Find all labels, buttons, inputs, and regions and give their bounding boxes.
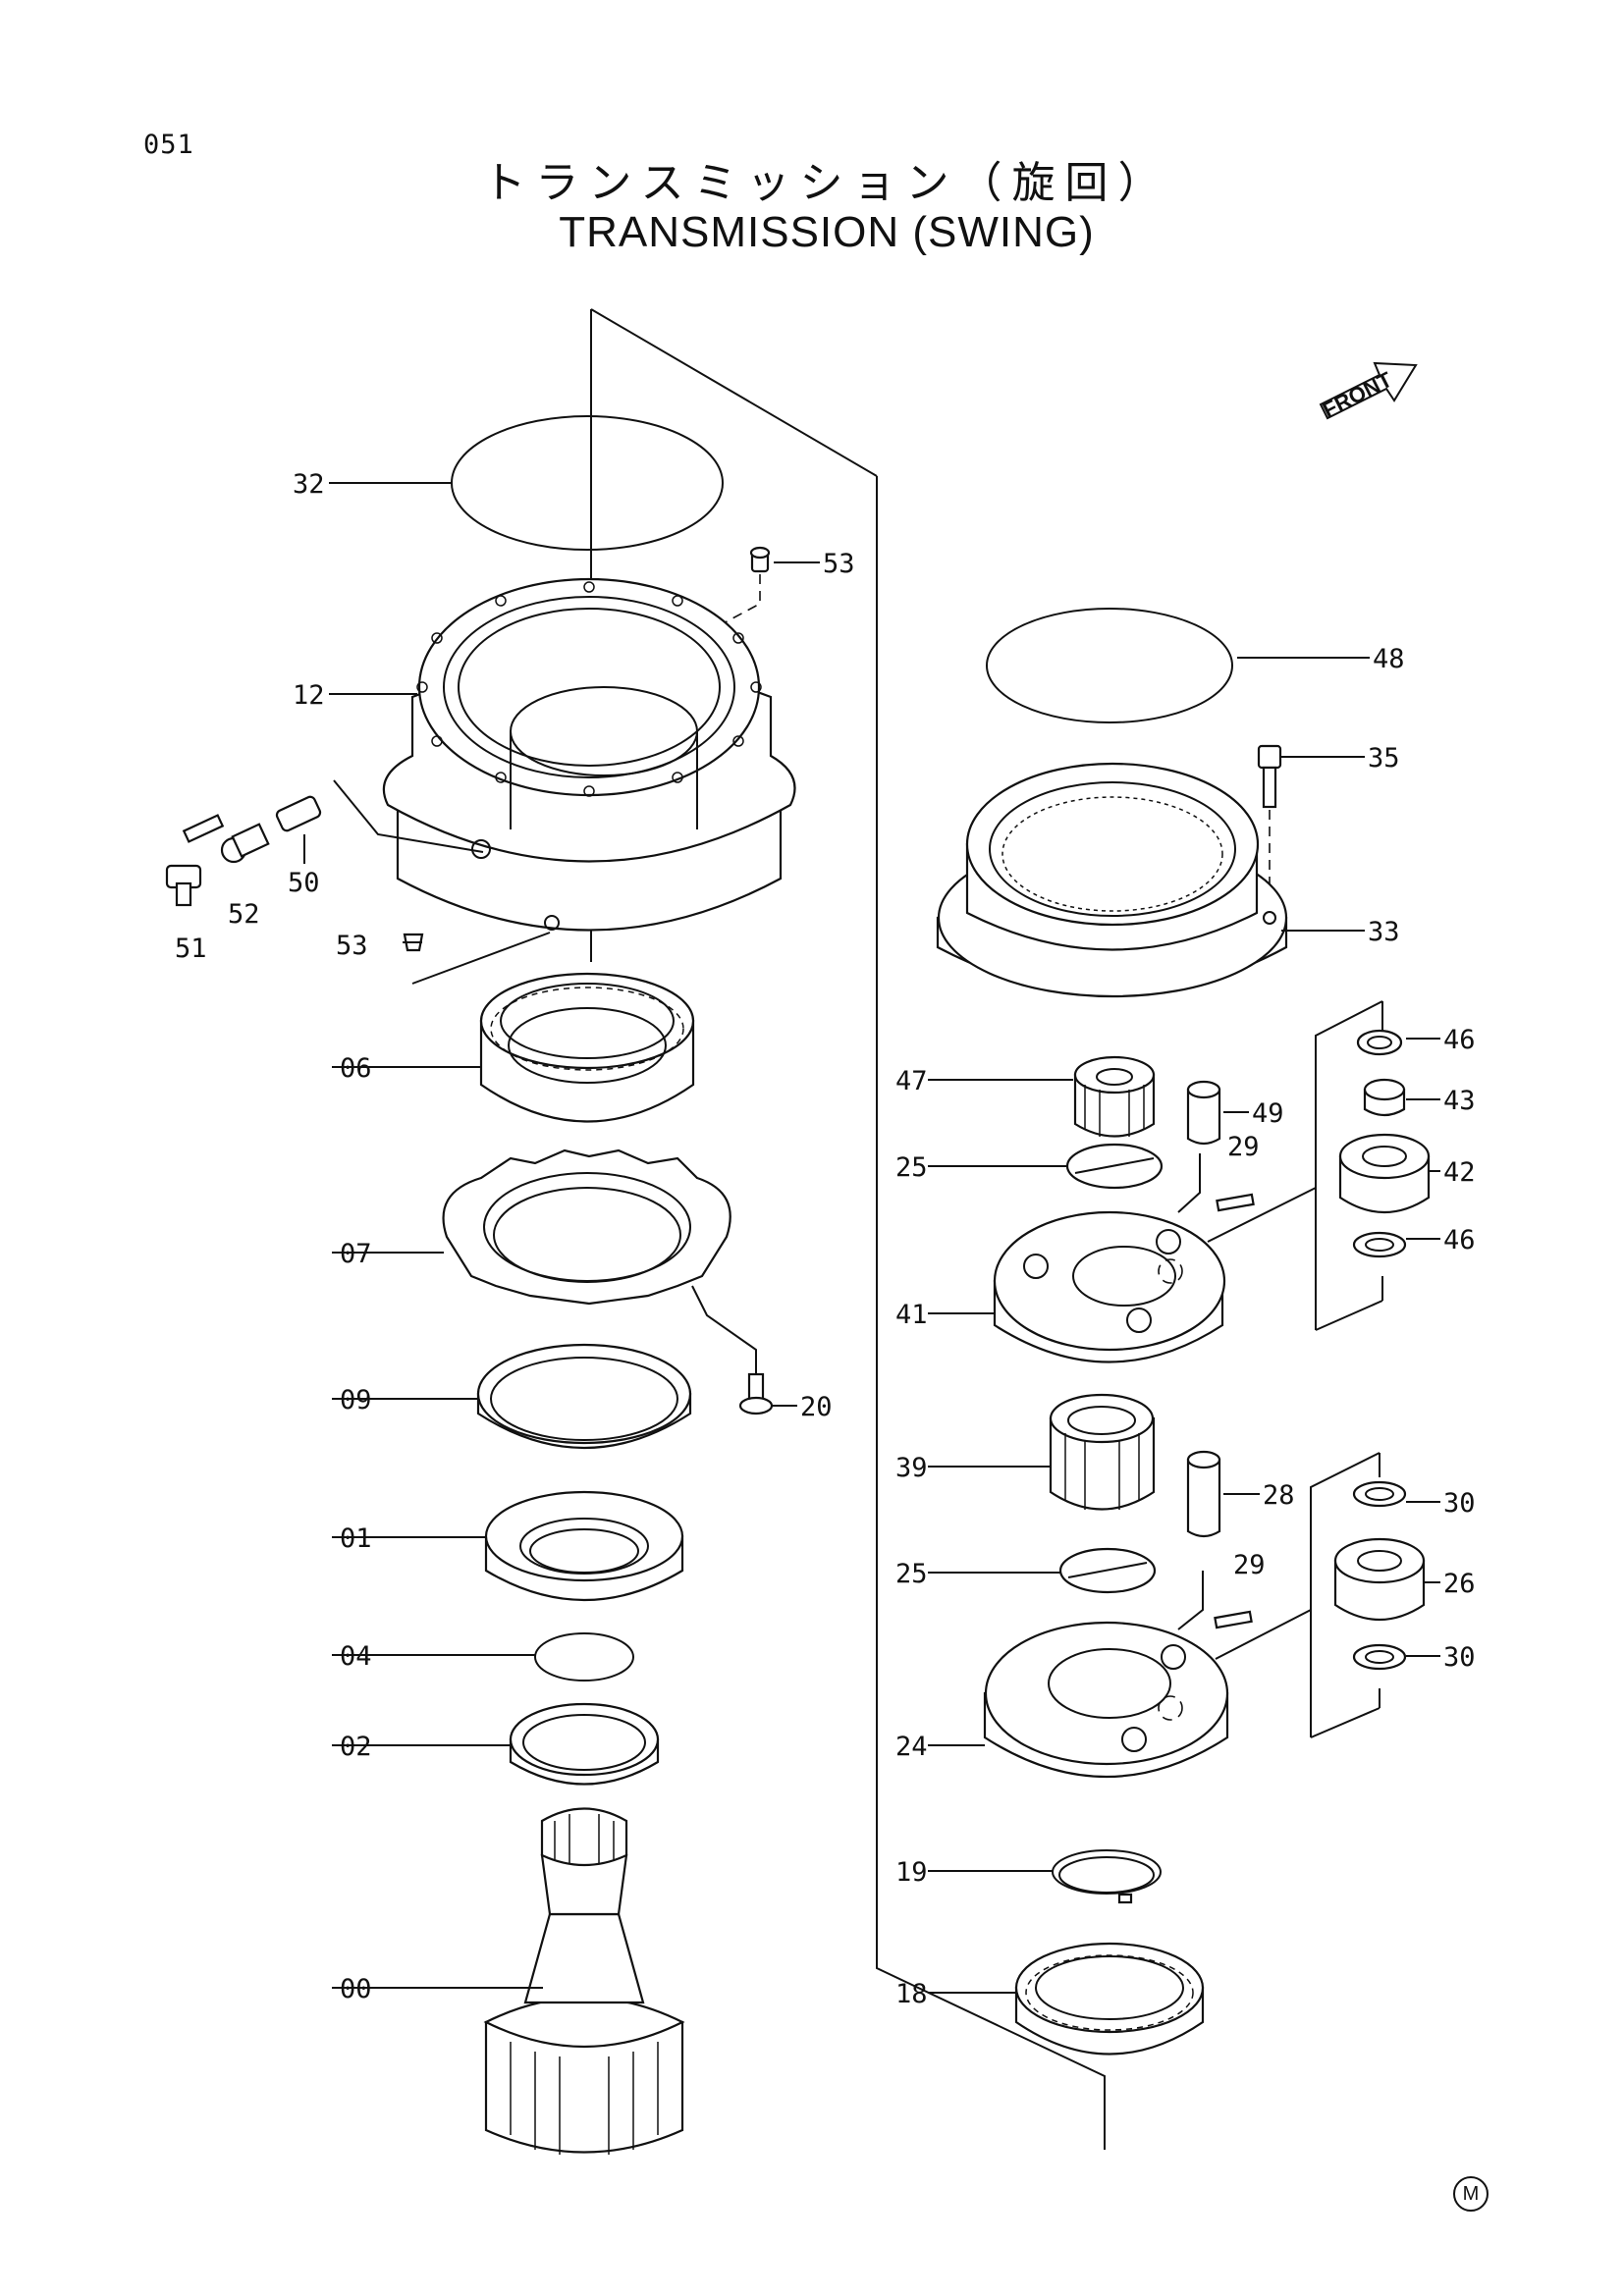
callout-51: 51 <box>175 934 207 964</box>
part-06-bearing <box>479 972 695 1123</box>
part-20-bolt <box>738 1372 774 1415</box>
part-48-o-ring <box>986 608 1233 723</box>
part-01-seal-ring <box>484 1490 684 1601</box>
part-46-snap-ring-a <box>1356 1029 1403 1056</box>
callout-19: 19 <box>895 1857 928 1888</box>
callout-33: 33 <box>1368 917 1400 947</box>
callout-52: 52 <box>228 899 260 930</box>
part-52-adapter <box>182 814 270 864</box>
callout-53-top: 53 <box>823 549 855 579</box>
callout-02: 02 <box>340 1732 372 1762</box>
part-50-elbow-fitting <box>275 795 322 864</box>
callout-41: 41 <box>895 1300 928 1330</box>
part-30-thrust-plate-a <box>1352 1480 1407 1508</box>
part-12-housing <box>333 577 796 932</box>
callout-25-b: 25 <box>895 1559 928 1589</box>
callout-25-a: 25 <box>895 1152 928 1183</box>
part-32-o-ring <box>451 415 724 551</box>
part-53-plug-bottom <box>403 932 551 985</box>
part-18-bearing <box>1014 1942 1205 2056</box>
callout-50: 50 <box>288 868 320 898</box>
callout-labels: 32 53 12 48 35 50 52 51 53 33 06 46 47 4… <box>175 469 1476 2009</box>
part-24-carrier <box>983 1609 1312 1778</box>
part-43-needle-bearing <box>1363 1078 1406 1117</box>
callout-09: 09 <box>340 1385 372 1415</box>
callout-49: 49 <box>1252 1098 1284 1129</box>
callout-30-b: 30 <box>1443 1642 1476 1673</box>
callout-07: 07 <box>340 1239 372 1269</box>
callout-18: 18 <box>895 1979 928 2009</box>
part-51-plug <box>165 864 202 907</box>
manufacturer-mark: M <box>1453 2176 1489 2212</box>
planet-b-bracket <box>1310 1452 1380 1738</box>
part-04-o-ring <box>534 1632 634 1682</box>
part-25-thrust-washer-b <box>1058 1547 1157 1594</box>
part-07-flange <box>442 1148 757 1374</box>
callout-46-a: 46 <box>1443 1025 1476 1055</box>
callout-04: 04 <box>340 1641 372 1672</box>
page-code: 051 <box>143 130 194 160</box>
callout-47: 47 <box>895 1066 928 1096</box>
callout-00: 00 <box>340 1974 372 2004</box>
callout-12: 12 <box>293 680 325 711</box>
part-28-pin <box>1186 1450 1221 1538</box>
callout-29-b: 29 <box>1233 1550 1266 1580</box>
callout-53-bottom: 53 <box>336 931 368 961</box>
part-29-pin-b <box>1177 1571 1253 1630</box>
front-label: FRONT <box>1319 367 1396 423</box>
part-19-snap-ring <box>1052 1849 1162 1904</box>
title-japanese: トランスミッション（旋回） <box>482 158 1171 208</box>
callout-01: 01 <box>340 1523 372 1554</box>
part-26-planet-gear <box>1333 1537 1426 1621</box>
callout-20: 20 <box>800 1392 833 1422</box>
part-30-thrust-plate-b <box>1352 1643 1407 1671</box>
part-41-carrier <box>993 1187 1317 1363</box>
part-02-ring <box>509 1702 660 1786</box>
part-46-snap-ring-b <box>1352 1231 1407 1258</box>
part-49-pin <box>1186 1080 1221 1146</box>
part-33-ring-gear <box>936 762 1288 998</box>
callout-35: 35 <box>1368 743 1400 774</box>
part-39-sun-gear <box>1049 1393 1156 1511</box>
callout-26: 26 <box>1443 1569 1476 1599</box>
callout-29-a: 29 <box>1227 1132 1260 1162</box>
callout-43: 43 <box>1443 1086 1476 1116</box>
callout-46-b: 46 <box>1443 1225 1476 1255</box>
leader-lines <box>329 482 1440 1994</box>
title-english: TRANSMISSION (SWING) <box>559 208 1095 256</box>
callout-06: 06 <box>340 1053 372 1084</box>
callout-24: 24 <box>895 1732 928 1762</box>
part-47-gear <box>1073 1055 1156 1138</box>
callout-32: 32 <box>293 469 325 500</box>
part-25-thrust-washer-a <box>1065 1143 1164 1190</box>
callout-28: 28 <box>1263 1480 1295 1511</box>
callout-30-a: 30 <box>1443 1488 1476 1519</box>
front-arrow-icon: FRONT <box>1319 361 1418 423</box>
part-00-shaft <box>483 1807 685 2155</box>
part-29-pin-a <box>1177 1153 1255 1213</box>
callout-42: 42 <box>1443 1157 1476 1188</box>
part-42-planet-gear <box>1338 1133 1431 1213</box>
part-09-seal <box>476 1343 692 1450</box>
callout-39: 39 <box>895 1453 928 1483</box>
callout-48: 48 <box>1373 644 1405 674</box>
